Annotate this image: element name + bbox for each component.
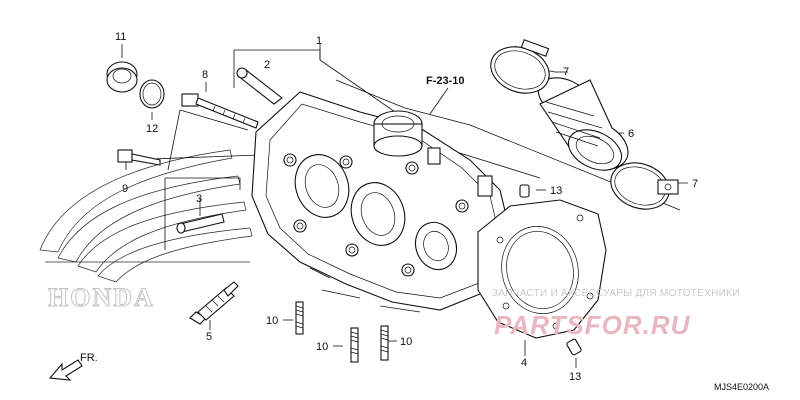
- part-number-2: 2: [264, 59, 270, 71]
- dowel-pin-2: [236, 67, 283, 105]
- cylinder-head: [251, 91, 513, 313]
- watermark-tagline: ЗАПЧАСТИ И АКСЕССУАРЫ ДЛЯ МОТОТЕХНИКИ: [492, 288, 740, 299]
- oil-cap: [106, 61, 138, 93]
- part-number-8: 8: [202, 69, 208, 81]
- o-ring: [139, 79, 165, 109]
- spark-plug: [189, 281, 239, 325]
- watermark-site: PARTSFOR.RU: [494, 310, 691, 340]
- honda-wing-logo: HONDA: [39, 149, 253, 313]
- dowel-pin-3: [176, 213, 225, 234]
- stud-10a: [295, 301, 304, 335]
- front-direction-arrow: FR.: [48, 352, 98, 381]
- head-gasket: [477, 199, 607, 339]
- part-labels: 1 2 3 4 5 6 7 7 8 9 10 10 10 11 12 13 13…: [115, 31, 769, 392]
- part-number-11: 11: [115, 31, 126, 43]
- part-number-10a: 10: [266, 315, 278, 327]
- dowel-13b: [566, 338, 582, 356]
- part-number-10b: 10: [316, 341, 328, 353]
- reference-label: F-23-10: [426, 75, 465, 87]
- part-number-12: 12: [146, 123, 158, 135]
- bolt-8: [181, 93, 259, 129]
- part-number-7-lower: 7: [692, 178, 698, 190]
- band-upper: [490, 39, 550, 94]
- insulator: [537, 77, 629, 171]
- part-number-4: 4: [521, 357, 527, 369]
- dowel-13a: [519, 184, 530, 198]
- part-number-1: 1: [316, 35, 322, 47]
- part-number-13-upper: 13: [550, 185, 562, 197]
- bolt-9: [117, 149, 161, 166]
- part-number-9: 9: [122, 183, 128, 195]
- part-number-3: 3: [196, 193, 202, 205]
- stud-10c: [380, 325, 389, 361]
- part-number-5: 5: [206, 331, 212, 343]
- honda-brand-text: HONDA: [48, 283, 155, 312]
- part-number-13-lower: 13: [569, 371, 581, 383]
- band-lower: [610, 162, 679, 210]
- front-direction-label: FR.: [80, 352, 98, 364]
- part-number-6: 6: [628, 128, 634, 140]
- store-watermark: ЗАПЧАСТИ И АКСЕССУАРЫ ДЛЯ МОТОТЕХНИКИ PA…: [492, 288, 740, 340]
- part-number-7-upper: 7: [563, 66, 569, 78]
- stud-10b: [350, 327, 359, 363]
- diagram-code: MJS4E0200A: [714, 382, 769, 392]
- part-number-10c: 10: [400, 336, 412, 348]
